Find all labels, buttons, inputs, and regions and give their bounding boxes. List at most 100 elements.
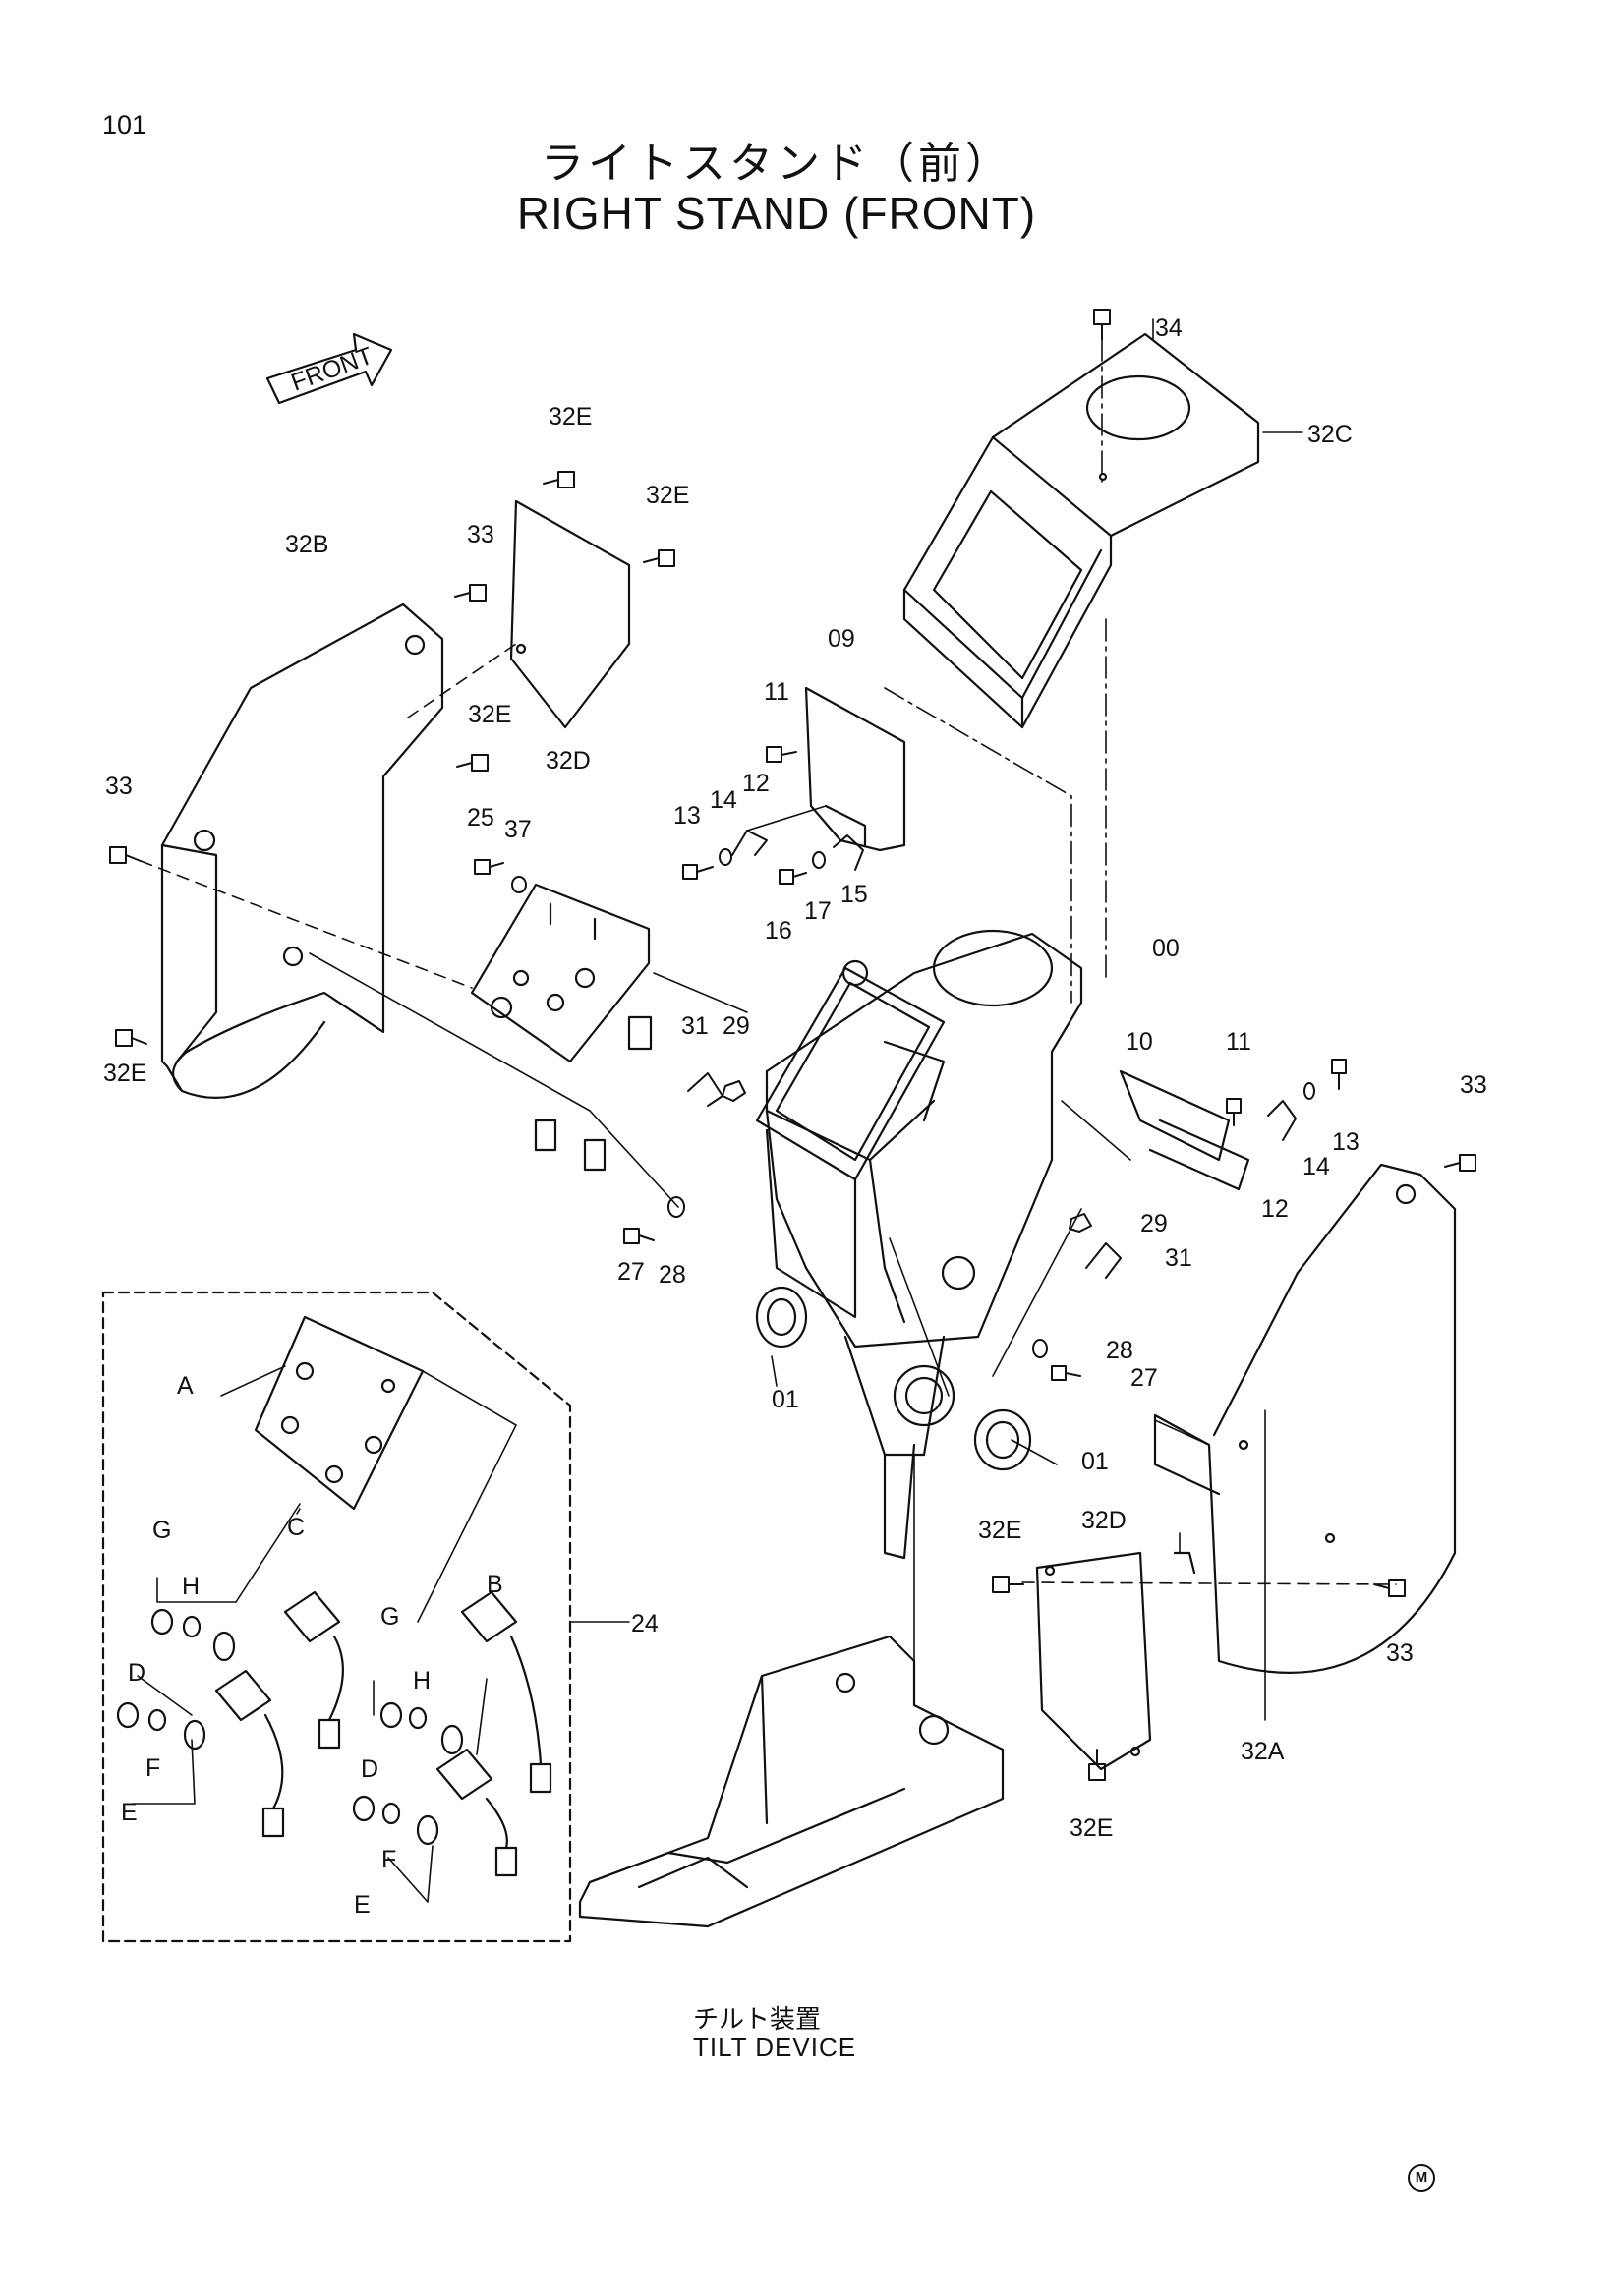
part-label: 32D <box>546 747 591 775</box>
part-label: 01 <box>1081 1448 1109 1475</box>
bolt-32e-icon <box>456 754 489 772</box>
tilt-device-label-jp: チルト装置 <box>693 2005 822 2035</box>
part-label: G <box>380 1603 399 1631</box>
part-label: 11 <box>1226 1028 1251 1056</box>
nut-29-icon <box>722 1080 746 1102</box>
part-label: 32E <box>1070 1814 1113 1842</box>
plate-10 <box>1119 1069 1250 1191</box>
bolt-16-icon <box>779 869 807 885</box>
bolt-27-icon <box>623 1228 655 1244</box>
part-label: 13 <box>673 802 701 830</box>
part-label: 37 <box>504 816 532 843</box>
bolt-32e-icon <box>543 471 575 488</box>
clip-12-icon <box>1267 1100 1297 1141</box>
washer-28-icon <box>667 1196 685 1218</box>
part-label: D <box>361 1755 378 1783</box>
title-japanese: ライトスタンド（前） <box>541 139 1012 189</box>
part-label: 10 <box>1126 1028 1153 1056</box>
bushing-01-right <box>973 1408 1032 1471</box>
nut-29-icon <box>1069 1213 1092 1233</box>
clip-12-icon <box>731 830 768 856</box>
part-labels: 34 32C 32E 32E 33 32B 32E 32D 09 11 12 1… <box>103 315 1487 1919</box>
clamp-31-icon <box>687 1072 723 1107</box>
part-label: 09 <box>828 625 855 653</box>
part-label: 28 <box>1106 1337 1133 1364</box>
bracket-09 <box>804 686 906 852</box>
tilt-device <box>578 1635 1005 1928</box>
part-label: H <box>413 1667 431 1694</box>
bolt-32e-icon <box>992 1576 1024 1593</box>
part-label: 13 <box>1332 1128 1360 1156</box>
cover-plate-32d-lower <box>1035 1551 1152 1771</box>
part-label: 14 <box>710 786 737 814</box>
bolt-33-icon <box>1444 1154 1476 1172</box>
washer-14-icon <box>1303 1082 1315 1100</box>
washer-14-icon <box>719 848 732 866</box>
part-label: 33 <box>105 773 133 800</box>
part-label: E <box>354 1891 371 1919</box>
switch-box <box>755 959 946 1319</box>
screw-25-icon <box>474 859 504 875</box>
part-label: 32E <box>468 701 511 728</box>
part-label: D <box>128 1659 145 1687</box>
part-label: 29 <box>723 1012 750 1040</box>
leader-lines <box>132 318 1397 1903</box>
part-label: 28 <box>659 1261 686 1289</box>
part-label: 01 <box>772 1386 799 1413</box>
part-label: F <box>381 1846 396 1873</box>
title-english: RIGHT STAND (FRONT) <box>516 188 1037 239</box>
tilt-device-label-en: TILT DEVICE <box>693 2033 857 2062</box>
bolt-27-icon <box>1051 1365 1081 1381</box>
washer-28-icon <box>1032 1339 1048 1358</box>
front-arrow-icon: FRONT <box>265 332 393 405</box>
bolt-33-icon <box>1373 1579 1406 1597</box>
side-panel-32a <box>1153 1163 1457 1674</box>
clamp-31-icon <box>1085 1242 1122 1279</box>
part-label: 33 <box>1460 1071 1487 1099</box>
part-label: 32E <box>549 403 592 430</box>
part-label: B <box>487 1571 503 1598</box>
part-label: 32A <box>1241 1738 1285 1765</box>
part-label: 25 <box>467 804 494 832</box>
part-label: 34 <box>1155 315 1183 342</box>
bushing-01-left <box>755 1286 808 1349</box>
part-label: 32E <box>978 1517 1021 1544</box>
part-label: 32E <box>646 482 689 509</box>
part-label: H <box>182 1573 200 1600</box>
bolt-33-icon <box>109 846 142 864</box>
clip-15-icon <box>833 834 864 871</box>
side-panel-32b <box>160 603 444 1099</box>
part-label: 27 <box>1130 1364 1158 1392</box>
bolt-32e-icon <box>1088 1749 1106 1781</box>
bolt-11-icon <box>1226 1098 1242 1126</box>
switch-plate <box>470 883 653 1172</box>
bolt-32e-icon <box>115 1029 147 1047</box>
part-label: 33 <box>467 521 494 548</box>
part-label: 24 <box>631 1610 659 1637</box>
washer-17-icon <box>812 851 826 869</box>
front-arrow-label: FRONT <box>287 342 376 397</box>
part-label: 11 <box>764 678 789 706</box>
part-label: C <box>287 1514 305 1541</box>
part-label: G <box>152 1517 171 1544</box>
part-label: 16 <box>765 917 792 945</box>
part-label: 31 <box>1165 1244 1192 1272</box>
part-label: 32D <box>1081 1507 1127 1534</box>
part-label: 14 <box>1302 1153 1330 1180</box>
part-label: A <box>177 1372 194 1400</box>
part-label: E <box>121 1799 138 1826</box>
part-label: 27 <box>617 1258 645 1286</box>
fasteners <box>109 309 1476 1781</box>
part-label: 32B <box>285 531 328 558</box>
detail-box-24 <box>101 1291 572 1943</box>
bolt-11-icon <box>766 746 797 763</box>
cover-32c <box>902 332 1260 729</box>
manufacturer-mark-icon: M <box>1408 2164 1435 2192</box>
part-label: 17 <box>804 897 832 925</box>
cover-plate-32d-upper <box>509 499 631 729</box>
page-number: 101 <box>102 110 147 140</box>
bolt-34-icon <box>1093 309 1111 340</box>
part-label: 12 <box>1261 1195 1289 1223</box>
bolt-33-icon <box>454 584 487 602</box>
